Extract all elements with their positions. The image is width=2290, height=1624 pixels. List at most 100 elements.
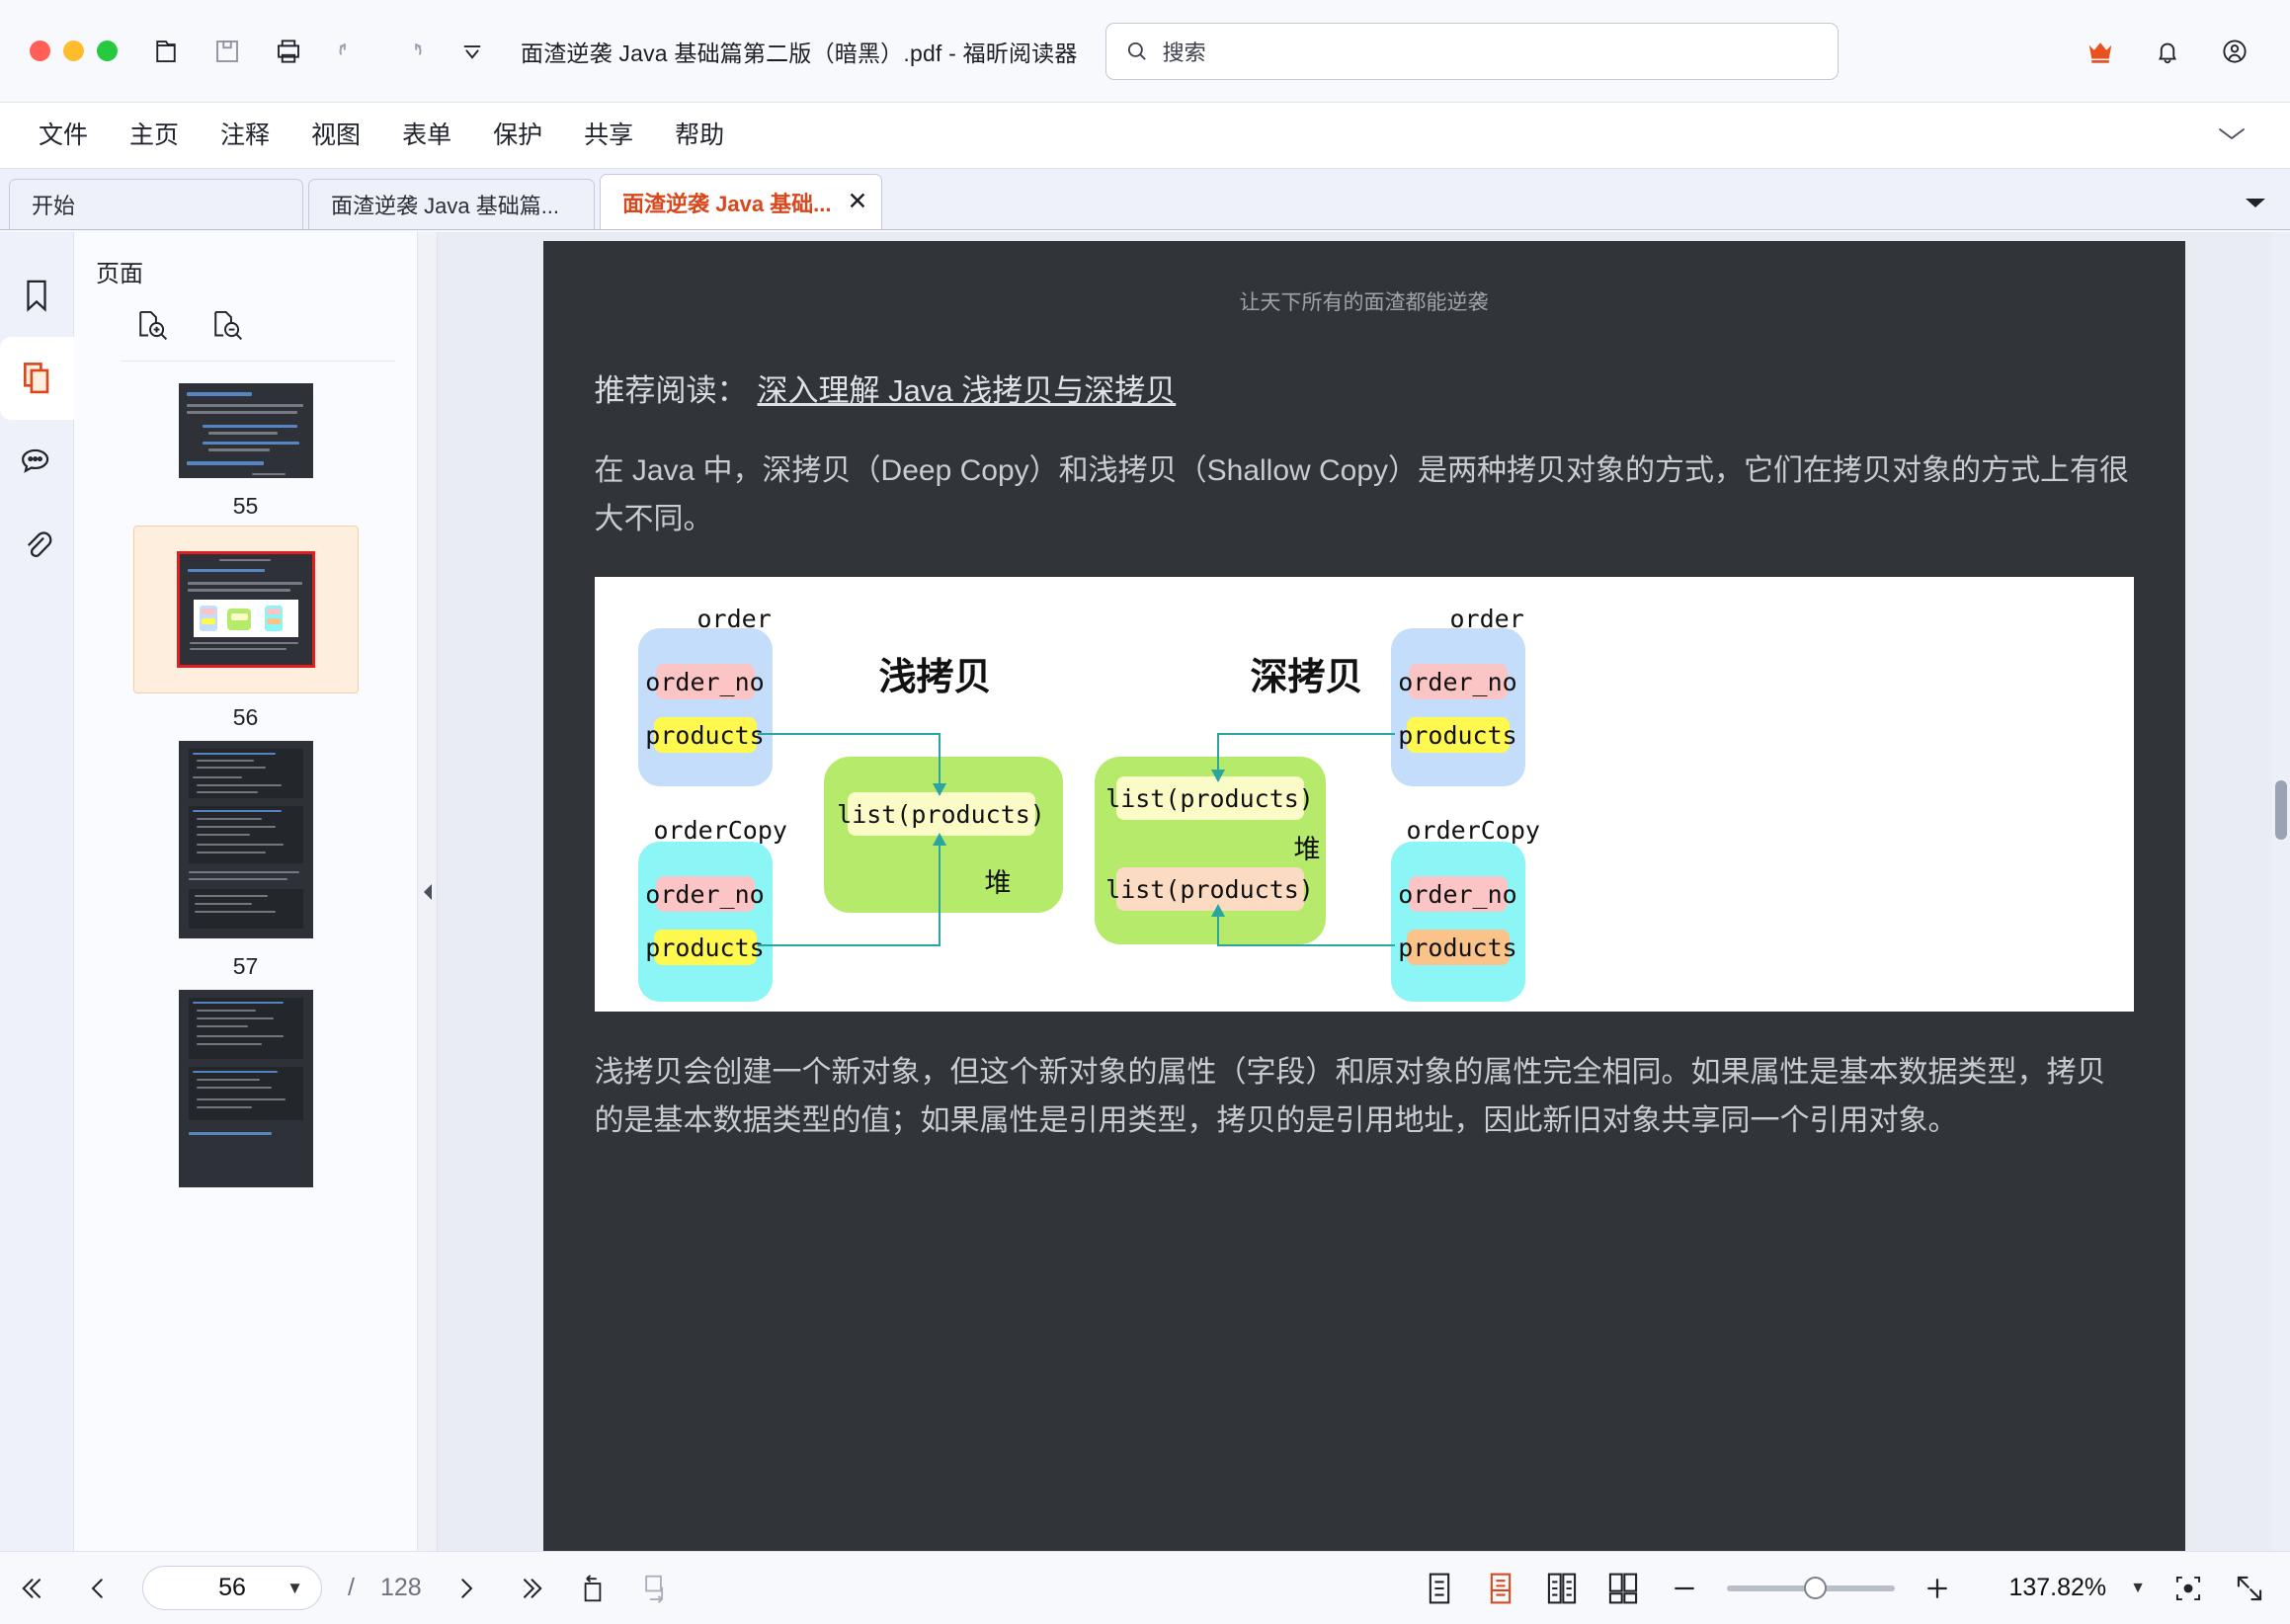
zoom-level-value[interactable]: 137.82% <box>2008 1574 2107 1601</box>
arrow-head-up <box>1210 904 1225 918</box>
collapse-ribbon-icon[interactable] <box>2215 123 2249 148</box>
sidebar-item-pages[interactable] <box>0 337 74 420</box>
bell-icon[interactable] <box>2148 32 2187 71</box>
intro-paragraph: 在 Java 中，深拷贝（Deep Copy）和浅拷贝（Shallow Copy… <box>594 454 2130 535</box>
heap-list-products-left: list(products) <box>837 792 1045 837</box>
rotate-left-button[interactable] <box>574 1570 612 1607</box>
thumbnail-number: 56 <box>232 704 259 730</box>
first-page-button[interactable] <box>16 1570 53 1607</box>
thumbnail-preview <box>178 741 313 938</box>
menu-item-view[interactable]: 视图 <box>311 121 362 149</box>
order-object-left <box>637 628 773 787</box>
sidebar-item-bookmarks[interactable] <box>0 254 74 337</box>
thumbnail-preview <box>178 990 313 1187</box>
save-icon[interactable] <box>206 31 248 72</box>
copy-diagram-figure: order order_no products orderCopy order_… <box>594 577 2134 1013</box>
close-window-button[interactable] <box>30 41 50 61</box>
body-paragraph: 浅拷贝会创建一个新对象，但这个新对象的属性（字段）和原对象的属性完全相同。如果属… <box>594 1056 2106 1137</box>
tab-close-icon[interactable]: ✕ <box>847 188 868 215</box>
field-order-no-copy-left: order_no <box>645 876 765 913</box>
next-page-button[interactable] <box>448 1570 485 1607</box>
field-order-no-copy-right: order_no <box>1398 876 1517 913</box>
field-order-no-right: order_no <box>1398 664 1517 700</box>
sidebar-item-comments[interactable] <box>0 420 74 503</box>
document-scrollbar[interactable] <box>2272 232 2290 1551</box>
pages-panel-title: 页面 <box>96 261 143 287</box>
ordercopy-object-right <box>1390 842 1525 1003</box>
tab-document-1[interactable]: 面渣逆袭 Java 基础篇... <box>308 179 595 229</box>
tab-start[interactable]: 开始 <box>9 179 303 229</box>
zoom-out-button[interactable] <box>1666 1570 1703 1607</box>
fullscreen-button[interactable] <box>2231 1570 2268 1607</box>
pages-panel: 页面 <box>74 232 418 1551</box>
crown-icon[interactable] <box>2081 32 2120 71</box>
previous-page-button[interactable] <box>79 1570 117 1607</box>
thumbnail-frame <box>175 737 317 942</box>
collapse-panel-handle[interactable] <box>418 232 438 1551</box>
thumbnail-item[interactable] <box>175 986 317 1191</box>
tab-document-2[interactable]: 面渣逆袭 Java 基础... ✕ <box>600 174 883 229</box>
diagram-caption-deep-copy: 深拷贝 <box>1250 654 1363 699</box>
two-page-continuous-icon[interactable] <box>1604 1569 1642 1608</box>
zoom-in-button[interactable] <box>1919 1570 1956 1607</box>
document-title: 面渣逆袭 Java 基础篇第二版（暗黑）.pdf - 福昕阅读器 <box>521 40 1078 66</box>
workspace: 页面 <box>0 232 2290 1551</box>
menu-bar: 文件 主页 注释 视图 表单 保护 共享 帮助 <box>0 103 2290 169</box>
field-products-left: products <box>645 717 765 754</box>
zoom-dropdown-icon[interactable]: ▼ <box>2130 1579 2146 1596</box>
redo-icon[interactable] <box>390 31 432 72</box>
heap-label-left: 堆 <box>984 868 1012 900</box>
menu-item-file[interactable]: 文件 <box>39 121 89 149</box>
arrow-segment <box>1216 944 1395 947</box>
status-bar: 56 ▼ / 128 <box>0 1551 2290 1624</box>
page-number-input[interactable]: 56 ▼ <box>142 1566 322 1610</box>
scrollbar-thumb[interactable] <box>2275 780 2287 840</box>
arrow-segment <box>1216 908 1219 947</box>
print-icon[interactable] <box>268 31 309 72</box>
thumbnail-item[interactable]: 57 <box>175 737 317 980</box>
sidebar-item-attachments[interactable] <box>0 503 74 586</box>
diagram-label-ordercopy-left: orderCopy <box>653 816 787 846</box>
thumbnail-list[interactable]: 55 <box>74 362 417 1551</box>
pages-icon <box>23 363 49 394</box>
diagram-caption-shallow-copy: 浅拷贝 <box>878 654 992 699</box>
customize-toolbar-icon[interactable] <box>451 31 493 72</box>
menu-item-comment[interactable]: 注释 <box>220 121 271 149</box>
undo-icon[interactable] <box>329 31 370 72</box>
pdf-page: 让天下所有的面渣都能逆袭 推荐阅读： 深入理解 Java 浅拷贝与深拷贝 在 J… <box>542 241 2185 1551</box>
last-page-button[interactable] <box>511 1570 548 1607</box>
fit-page-button[interactable] <box>2169 1570 2207 1607</box>
menu-item-help[interactable]: 帮助 <box>675 121 725 149</box>
zoom-slider-knob[interactable] <box>1804 1576 1828 1599</box>
zoom-out-pages-icon[interactable] <box>210 308 244 347</box>
continuous-page-icon[interactable] <box>1482 1569 1519 1608</box>
rotate-right-button[interactable] <box>637 1570 675 1607</box>
menu-item-protect[interactable]: 保护 <box>493 121 543 149</box>
thumbnail-number: 55 <box>232 493 259 519</box>
chevron-down-icon[interactable]: ▼ <box>286 1578 303 1597</box>
zoom-slider[interactable] <box>1727 1576 1896 1599</box>
maximize-window-button[interactable] <box>97 41 118 61</box>
search-input[interactable]: 搜索 <box>1104 22 1839 80</box>
heap-list-products-right-1: list(products) <box>1105 776 1314 821</box>
minimize-window-button[interactable] <box>63 41 84 61</box>
bookmark-icon <box>27 280 46 312</box>
thumbnail-preview <box>178 383 313 478</box>
arrow-segment <box>757 733 941 736</box>
field-order-no-left: order_no <box>645 664 765 700</box>
two-page-icon[interactable] <box>1543 1569 1581 1608</box>
document-viewport[interactable]: 让天下所有的面渣都能逆袭 推荐阅读： 深入理解 Java 浅拷贝与深拷贝 在 J… <box>438 232 2290 1551</box>
account-icon[interactable] <box>2215 32 2254 71</box>
menu-item-share[interactable]: 共享 <box>584 121 634 149</box>
thumbnail-item[interactable]: 55 <box>175 379 317 520</box>
open-file-icon[interactable] <box>145 31 187 72</box>
zoom-in-pages-icon[interactable] <box>135 308 169 347</box>
menu-item-form[interactable]: 表单 <box>402 121 452 149</box>
titlebar-right-actions <box>2081 32 2260 71</box>
recommend-link[interactable]: 深入理解 Java 浅拷贝与深拷贝 <box>757 373 1177 408</box>
single-page-icon[interactable] <box>1421 1569 1458 1608</box>
menu-item-home[interactable]: 主页 <box>129 121 180 149</box>
thumbnail-item[interactable]: 56 <box>132 526 359 731</box>
pages-panel-toolbar <box>74 288 417 361</box>
tab-list-dropdown-icon[interactable] <box>2243 195 2268 215</box>
